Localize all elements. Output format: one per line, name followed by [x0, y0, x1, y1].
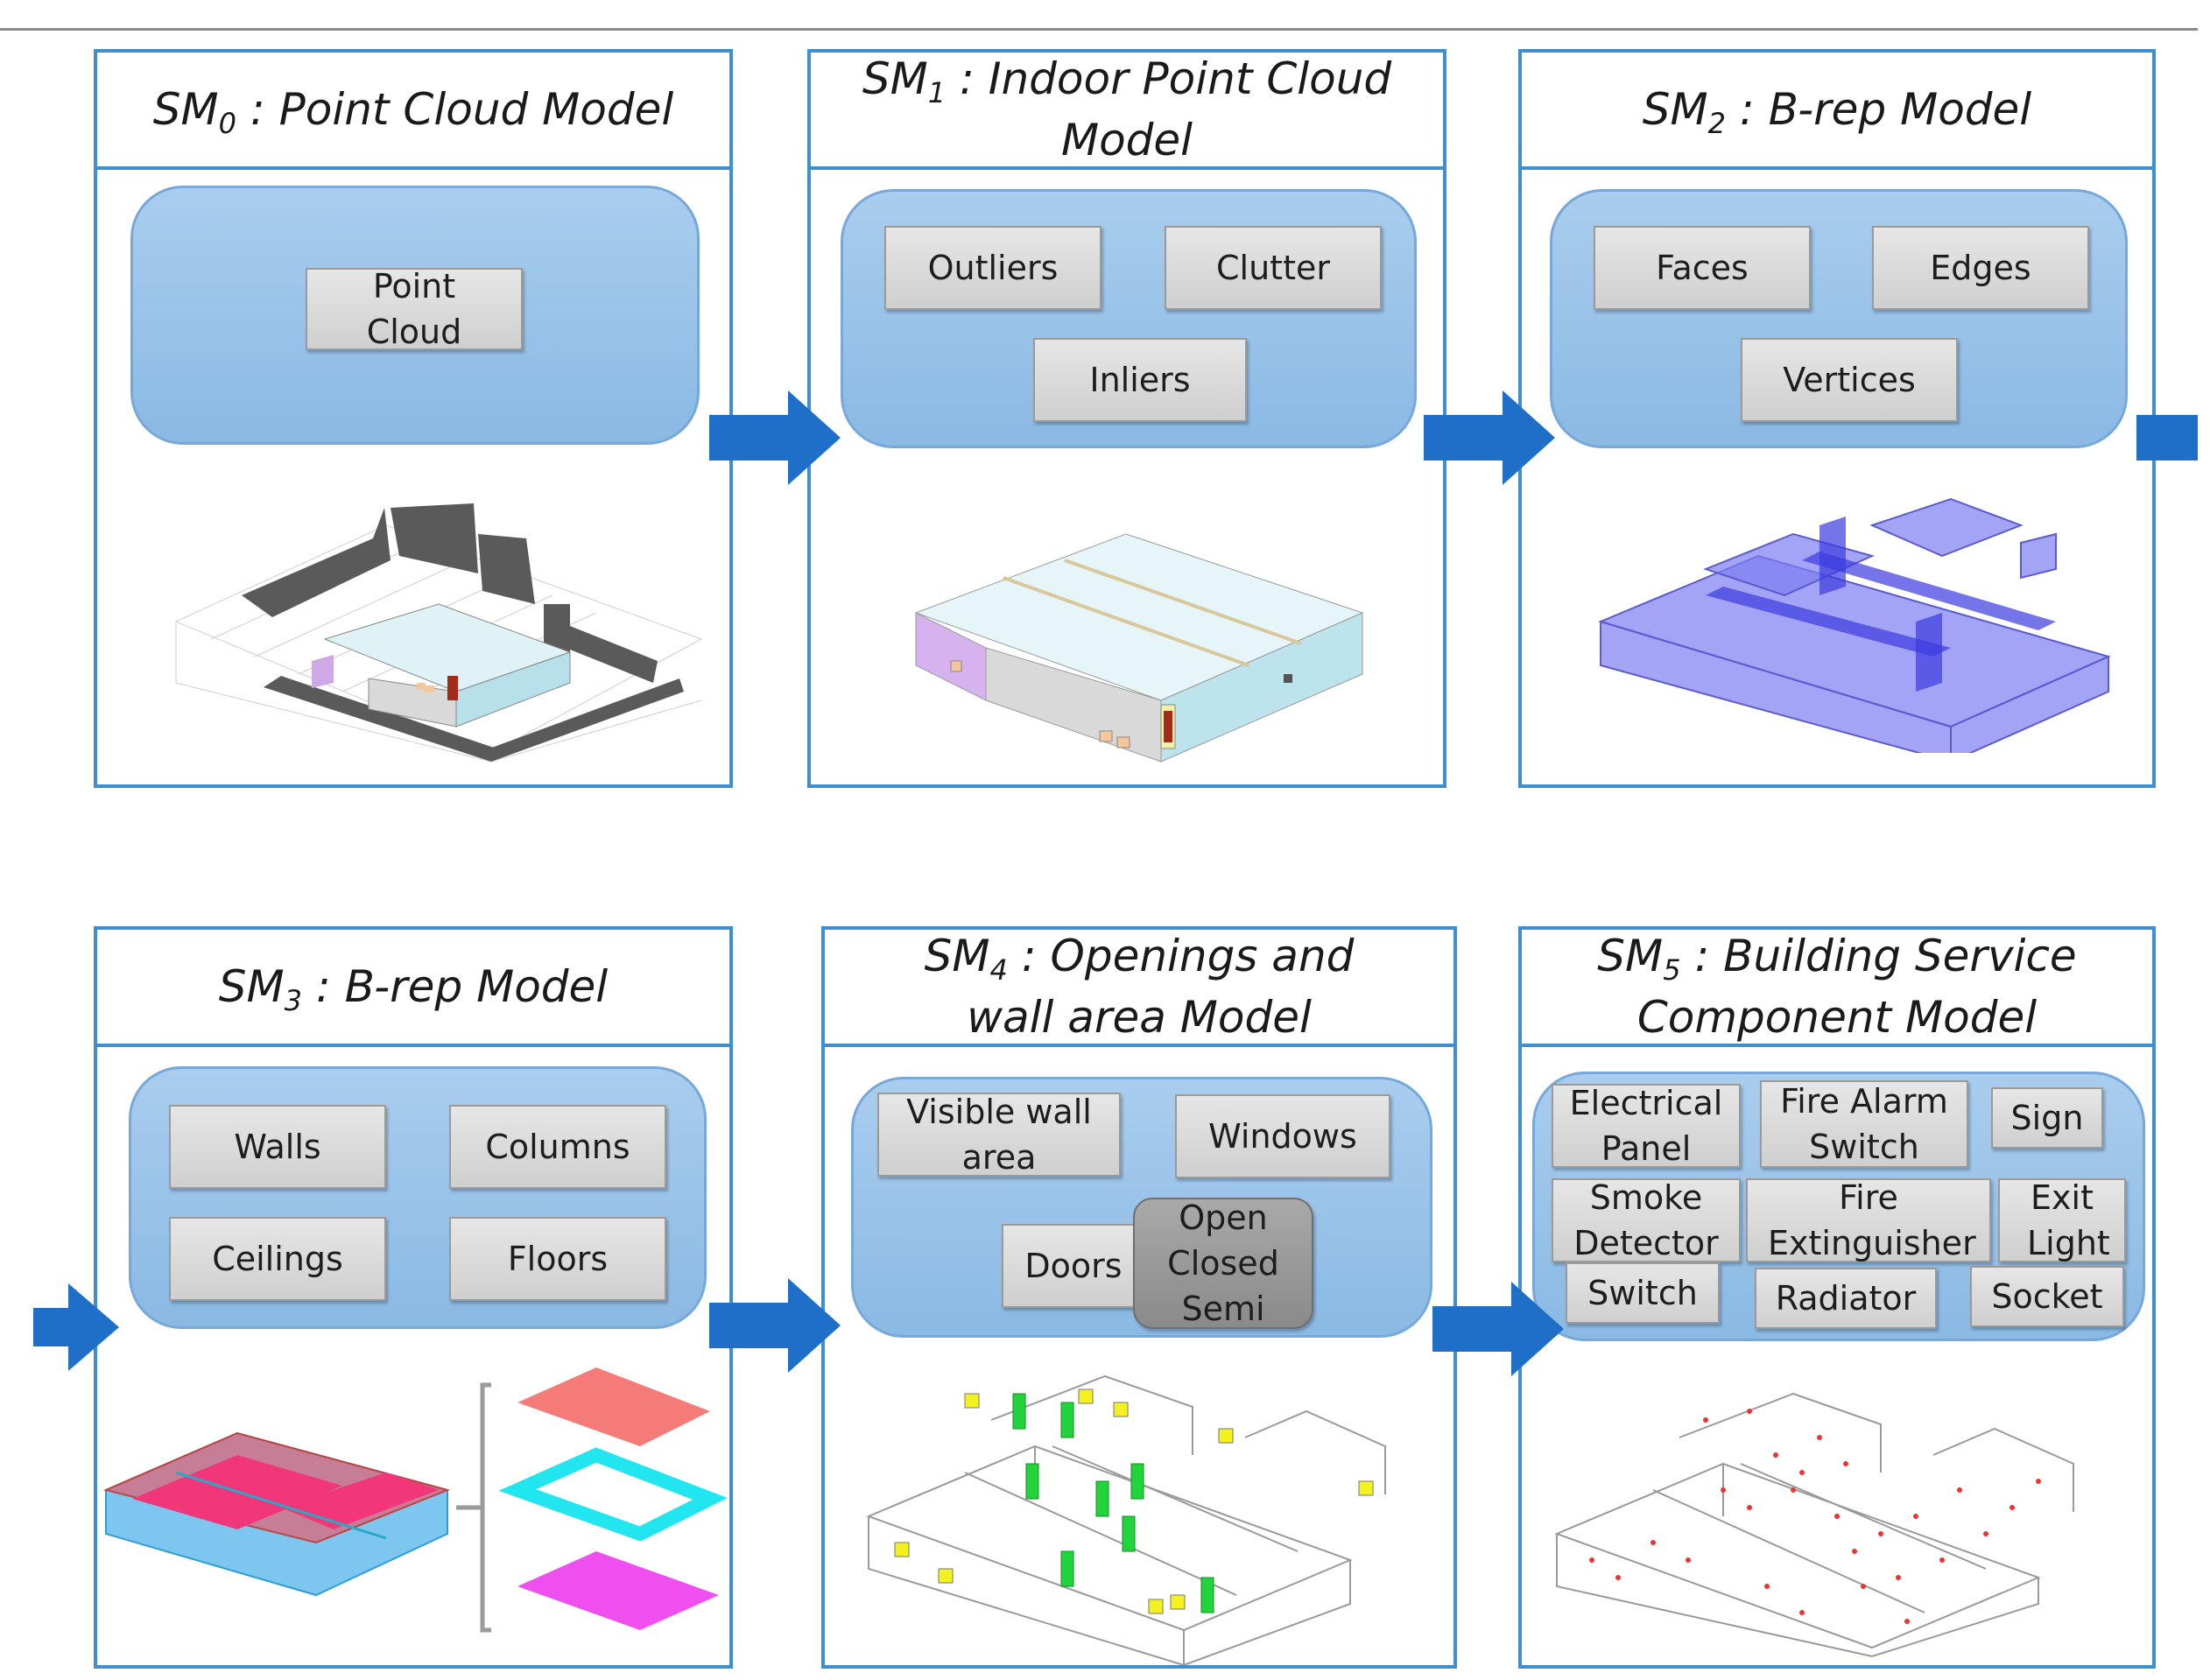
panel-sm4: SM4 : Openings and wall area Model Visib…	[821, 926, 1457, 1669]
chip-sign: Sign	[1991, 1087, 2103, 1149]
panel-sm5-title: SM5 : Building Service Component Model	[1597, 931, 2077, 1043]
arrow-in-sm3	[33, 1283, 119, 1371]
panel-sm0: SM0 : Point Cloud Model Point Cloud	[94, 49, 733, 788]
chip-electrical-panel: Electrical Panel	[1552, 1084, 1741, 1168]
panel-sm1-header: SM1 : Indoor Point Cloud Model	[811, 53, 1443, 170]
arrow-sm3-sm4	[709, 1278, 841, 1373]
chip-walls: Walls	[169, 1105, 386, 1189]
panel-sm1: SM1 : Indoor Point Cloud Model Outliers …	[807, 49, 1446, 788]
point-cloud-illustration	[174, 503, 703, 763]
panel-sm4-title: SM4 : Openings and wall area Model	[924, 931, 1355, 1043]
chip-edges: Edges	[1872, 226, 2089, 310]
panel-sm2: SM2 : B-rep Model Faces Edges Vertices	[1518, 49, 2156, 788]
arrow-sm0-sm1	[709, 390, 841, 485]
panel-sm3-title: SM3 : B-rep Model	[218, 961, 609, 1017]
chip-doors: Doors	[1002, 1224, 1145, 1308]
chip-point-cloud: Point Cloud	[306, 267, 523, 351]
panel-sm0-header: SM0 : Point Cloud Model	[97, 53, 729, 170]
chip-exit-light: Exit Light	[1998, 1178, 2126, 1262]
arrow-sm2-out	[2136, 415, 2198, 460]
top-rule	[0, 28, 2198, 31]
panel-sm3-header: SM3 : B-rep Model	[97, 930, 729, 1047]
indoor-point-cloud-illustration	[914, 533, 1364, 763]
openings-illustration	[866, 1374, 1386, 1665]
chip-socket: Socket	[1970, 1266, 2124, 1327]
panel-sm3: SM3 : B-rep Model Walls Columns Ceilings…	[94, 926, 733, 1669]
chip-fire-extinguisher: Fire Extinguisher	[1746, 1178, 1991, 1262]
chip-ceilings: Ceilings	[169, 1217, 386, 1301]
b-rep-components-illustration	[102, 1367, 728, 1633]
panel-sm1-title: SM1 : Indoor Point Cloud Model	[862, 53, 1392, 165]
chip-clutter: Clutter	[1165, 226, 1382, 310]
chip-open-closed-semi: Open Closed Semi	[1133, 1198, 1313, 1329]
chip-outliers: Outliers	[884, 226, 1101, 310]
chip-visible-wall-area: Visible wall area	[877, 1093, 1121, 1177]
chip-columns: Columns	[449, 1105, 666, 1189]
chip-faces: Faces	[1594, 226, 1811, 310]
arrow-sm4-sm5	[1432, 1282, 1564, 1376]
panel-sm5-header: SM5 : Building Service Component Model	[1522, 930, 2152, 1047]
chip-fire-alarm-switch: Fire Alarm Switch	[1760, 1080, 1968, 1168]
chip-smoke-detector: Smoke Detector	[1552, 1178, 1741, 1262]
chip-floors: Floors	[449, 1217, 666, 1301]
arrow-sm1-sm2	[1424, 390, 1555, 485]
panel-sm5: SM5 : Building Service Component Model E…	[1518, 926, 2156, 1669]
panel-sm2-header: SM2 : B-rep Model	[1522, 53, 2152, 170]
chip-inliers: Inliers	[1033, 338, 1247, 422]
chip-radiator: Radiator	[1755, 1268, 1937, 1329]
chip-switch: Switch	[1566, 1262, 1720, 1324]
panel-sm4-header: SM4 : Openings and wall area Model	[825, 930, 1453, 1047]
panel-sm2-title: SM2 : B-rep Model	[1642, 84, 2032, 140]
chip-windows: Windows	[1175, 1094, 1390, 1178]
building-service-illustration	[1554, 1392, 2074, 1658]
panel-sm0-title: SM0 : Point Cloud Model	[152, 84, 674, 140]
chip-vertices: Vertices	[1741, 338, 1958, 422]
b-rep-faces-illustration	[1598, 497, 2111, 753]
